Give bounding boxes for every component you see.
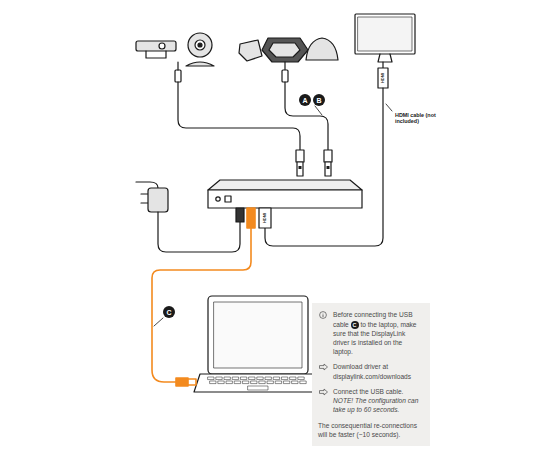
usb-cable — [178, 82, 300, 150]
cable-note: HDMI cable (not included) — [395, 112, 439, 125]
note-panel: Before connecting the USB cable C to the… — [312, 303, 430, 446]
note-paragraph: Before connecting the USB cable C to the… — [318, 310, 422, 356]
expansion-mic — [239, 40, 262, 61]
usb-b-plug — [247, 208, 255, 228]
usb-cable — [285, 82, 328, 150]
arrow-icon — [319, 363, 329, 371]
leader-line — [154, 318, 163, 326]
speakerphone — [262, 38, 308, 62]
leader-line — [315, 106, 322, 115]
power-cable — [136, 182, 158, 188]
hub — [208, 180, 362, 190]
info-icon — [319, 311, 329, 319]
speaker-pod — [306, 38, 338, 60]
arrow-icon — [319, 388, 329, 396]
callout-letter: A — [299, 94, 311, 106]
usb-cable-orange — [152, 228, 251, 382]
note-text: Download driver at displaylink.com/downl… — [333, 363, 411, 379]
note-paragraph: The consequential re-connections will be… — [318, 421, 422, 439]
note-paragraph: Download driver at displaylink.com/downl… — [318, 362, 422, 380]
usb-a-plug — [176, 378, 188, 386]
connector-label: HDMI — [263, 213, 267, 223]
callout-letter: C — [351, 321, 359, 329]
power-cable — [158, 212, 240, 252]
note-text: The consequential re-connections will be… — [318, 422, 417, 438]
callout-letter: B — [313, 94, 325, 106]
webcam — [136, 41, 176, 51]
connector-label: HDMI — [381, 73, 385, 83]
hdmi-cable — [265, 88, 383, 246]
leader-line — [386, 104, 392, 111]
usb-plug — [175, 70, 181, 82]
note-paragraph: Connect the USB cable. NOTE! The configu… — [318, 387, 422, 415]
note-text: Connect the USB cable. — [333, 388, 403, 395]
hdmi-plug — [259, 208, 271, 228]
note-text: NOTE! The configuration can take up to 6… — [333, 397, 418, 413]
hdmi-plug — [378, 68, 388, 88]
laptop — [208, 296, 308, 374]
monitor — [355, 14, 415, 54]
callout-letter: C — [163, 306, 175, 318]
ptz-camera — [186, 62, 214, 66]
power-adapter — [148, 188, 168, 212]
